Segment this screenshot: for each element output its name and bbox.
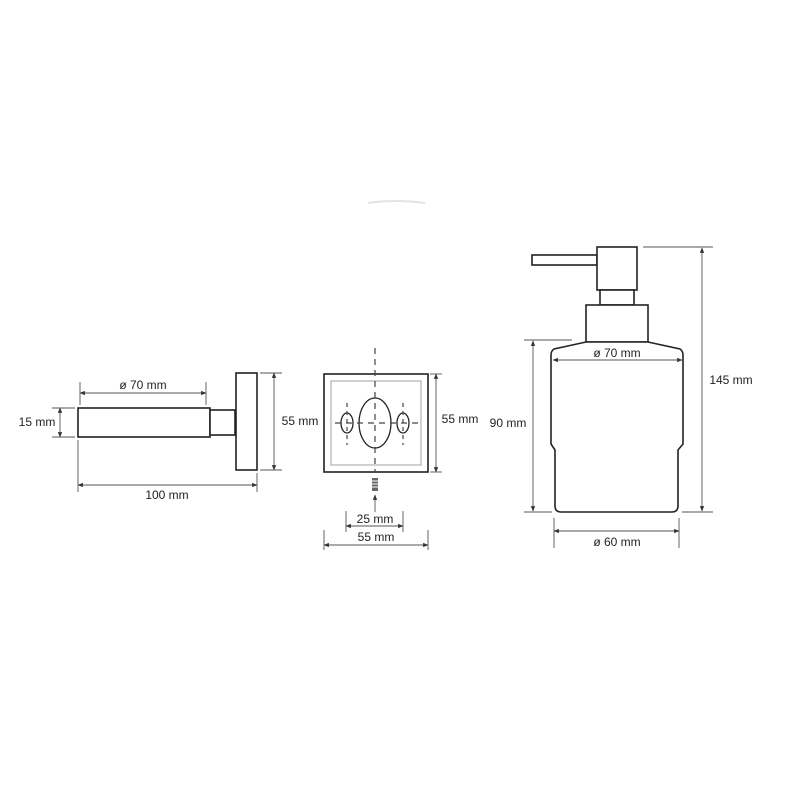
- plate-width-label: 55 mm: [358, 530, 395, 544]
- dispenser-view: ø 70 mm 90 mm 145 mm ø 60 mm: [490, 246, 753, 549]
- plate-height-label: 55 mm: [282, 414, 319, 428]
- total-height-label: 145 mm: [709, 373, 752, 387]
- bottle-body: [550, 341, 684, 513]
- holder-collar: [209, 409, 236, 436]
- wall-plate-view: 25 mm 55 mm 55 mm: [323, 348, 479, 550]
- holder-plate: [235, 372, 258, 471]
- plate-inner: [330, 380, 422, 466]
- plate-front-height-label: 55 mm: [442, 412, 479, 426]
- holder-rod: [77, 407, 211, 438]
- holder-diameter-label: ø 70 mm: [119, 378, 166, 392]
- body-height-label: 90 mm: [490, 416, 527, 430]
- length-label: 100 mm: [145, 488, 188, 502]
- holder-side-view: ø 70 mm 15 mm 100 mm 55 mm: [19, 372, 319, 502]
- pump-head: [596, 246, 638, 291]
- bottom-diameter-label: ø 60 mm: [593, 535, 640, 549]
- faint-artifact: [367, 200, 426, 204]
- screw-icon: [372, 478, 378, 491]
- top-diameter-label: ø 70 mm: [593, 346, 640, 360]
- pump-neck: [599, 289, 635, 306]
- rod-height-label: 15 mm: [19, 415, 56, 429]
- hole-spacing-label: 25 mm: [357, 512, 394, 526]
- pump-spout: [531, 254, 598, 266]
- pump-collar: [585, 304, 649, 343]
